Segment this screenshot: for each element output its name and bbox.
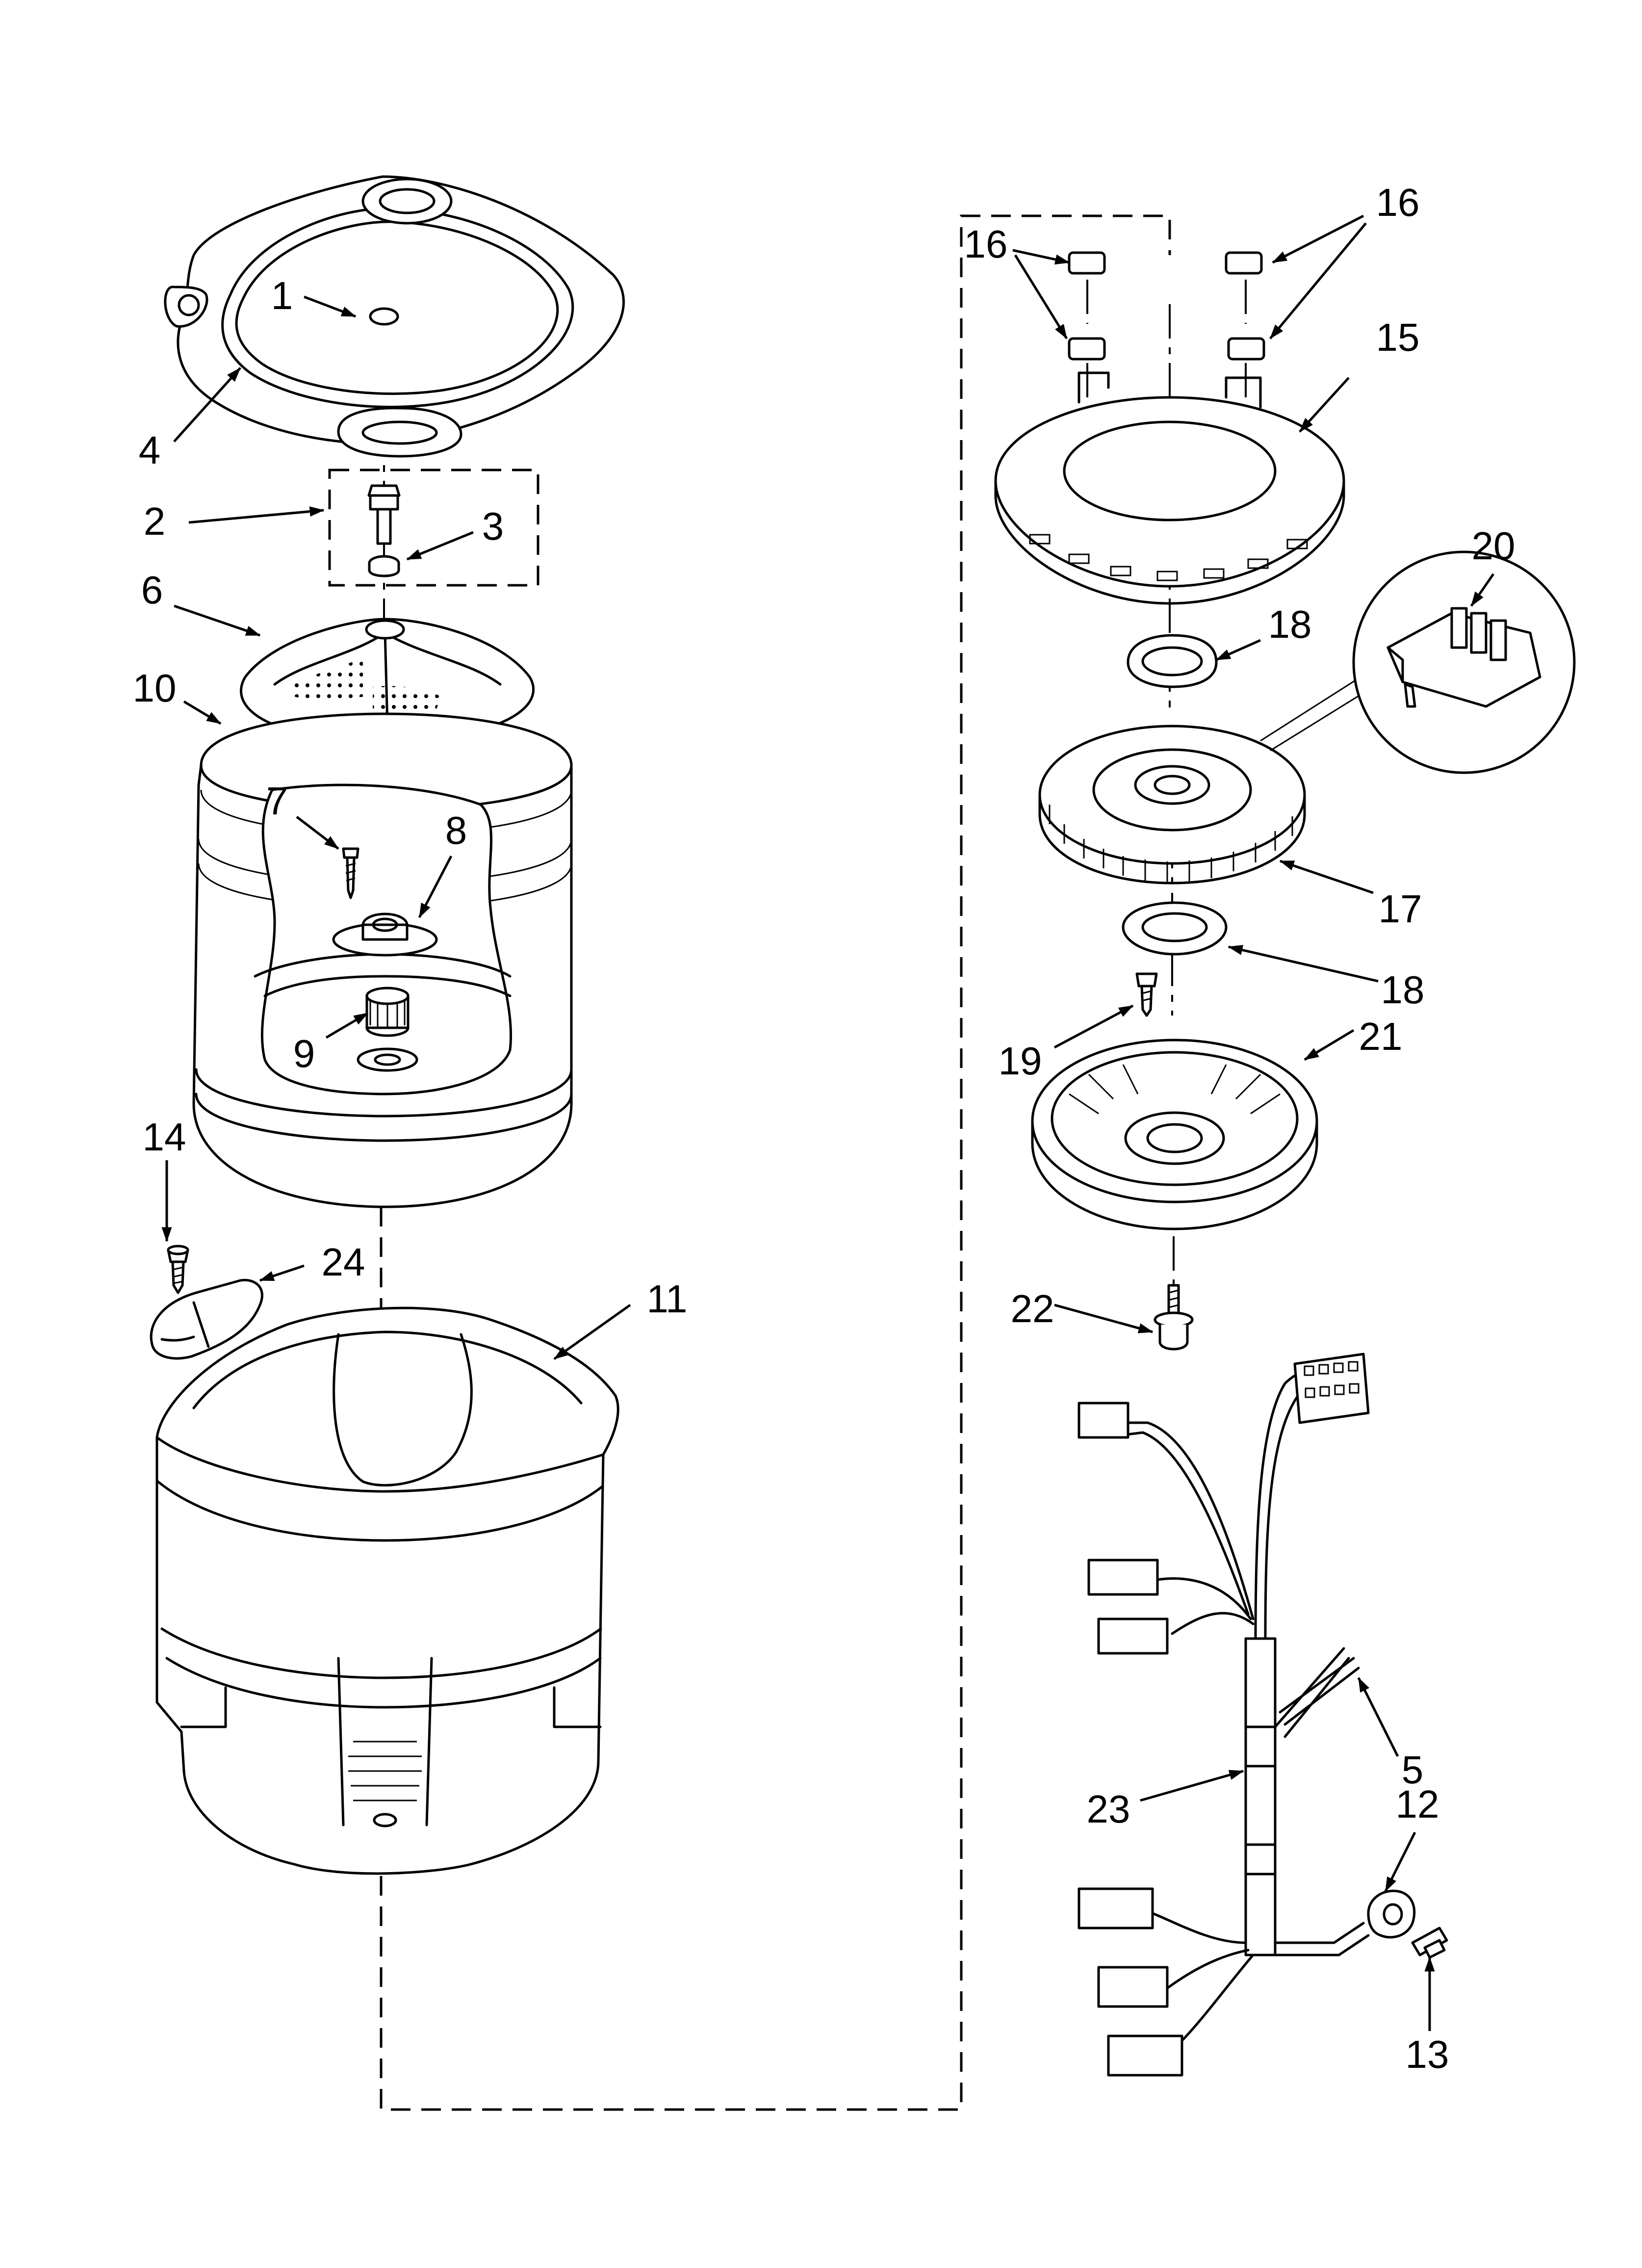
washer-part <box>368 555 400 577</box>
callout-16-left: 16 <box>964 222 1008 266</box>
retainer-caps-part <box>1068 251 1265 361</box>
callout-8: 8 <box>445 808 467 852</box>
cover-screw-part <box>167 1245 189 1294</box>
stator-bolt-part <box>1135 972 1158 1017</box>
callout-7: 7 <box>266 779 288 823</box>
rotor-part <box>1031 1039 1318 1230</box>
stator-spacer-upper-part <box>1127 634 1218 688</box>
callout-9: 9 <box>293 1032 315 1075</box>
clamp-screw-part <box>1411 1927 1448 1959</box>
callout-16-right: 16 <box>1376 181 1420 224</box>
callout-23: 23 <box>1087 1787 1130 1831</box>
rotor-shroud-ring-part <box>994 371 1345 605</box>
callout-6: 6 <box>141 568 163 612</box>
outer-tub-part <box>155 1306 619 1875</box>
callout-3: 3 <box>482 504 504 548</box>
callout-15: 15 <box>1376 315 1420 359</box>
callout-4: 4 <box>139 428 161 472</box>
callout-20: 20 <box>1472 524 1515 568</box>
callout-10: 10 <box>133 666 177 710</box>
callout-12: 12 <box>1396 1782 1439 1826</box>
callout-18-upper: 18 <box>1268 602 1312 646</box>
stator-part <box>1038 725 1306 885</box>
callout-17: 17 <box>1379 887 1422 931</box>
agitator-bolt-part <box>367 484 401 545</box>
callout-21: 21 <box>1359 1015 1403 1058</box>
stator-spacer-lower-part <box>1122 901 1228 956</box>
detail-lead-line-2 <box>1270 686 1374 752</box>
tub-ring-part <box>164 175 625 458</box>
harness-clamp-part <box>1367 1889 1416 1939</box>
callout-24: 24 <box>322 1240 365 1284</box>
callout-22: 22 <box>1011 1287 1054 1330</box>
spline-drive-part <box>357 987 418 1072</box>
leader-arrows <box>161 214 1495 2031</box>
detail-lead-line-1 <box>1260 671 1369 742</box>
callout-19: 19 <box>999 1039 1042 1083</box>
bolt-washer-group-box <box>328 469 539 587</box>
callout-5: 5 <box>1402 1748 1424 1792</box>
rotor-bolt-part <box>1154 1284 1194 1351</box>
part-1-center-cap <box>369 307 399 326</box>
callout-11: 11 <box>646 1277 687 1321</box>
wash-basket-part <box>192 712 573 1208</box>
callout-1: 1 <box>271 274 293 317</box>
callout-2: 2 <box>144 499 166 543</box>
callout-13: 13 <box>1406 2033 1449 2076</box>
harness-tube-part <box>1279 1657 1360 1726</box>
callout-18-lower: 18 <box>1381 968 1425 1012</box>
hall-sensor-part <box>1386 607 1541 708</box>
basket-screw-part <box>342 847 359 899</box>
hinge-cover-part <box>150 1278 263 1360</box>
wire-harness-part <box>1078 1353 1370 2077</box>
callout-14: 14 <box>143 1115 186 1159</box>
assembly-boundary-dashed-line <box>380 214 1171 2111</box>
drive-hub-part <box>332 912 438 957</box>
impeller-part <box>240 618 535 741</box>
